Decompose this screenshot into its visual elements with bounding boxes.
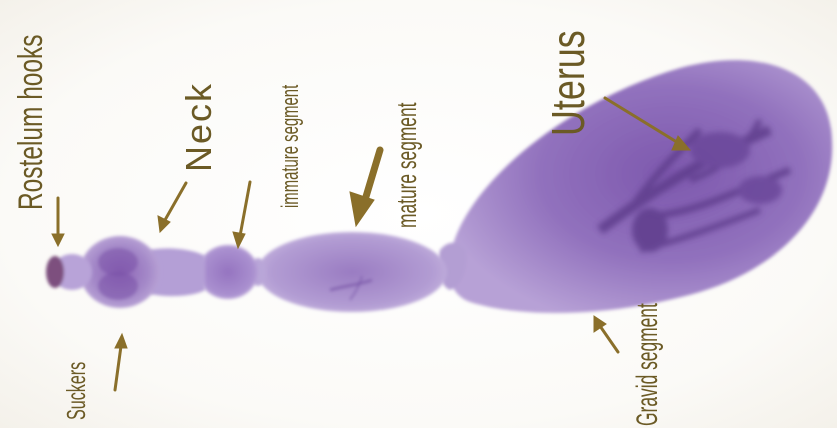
arrow-gravid xyxy=(594,316,618,352)
label-gravid-segment: Gravid segment xyxy=(633,303,663,426)
label-mature-segment: mature segment xyxy=(393,103,421,228)
label-immature-segment: immature segment xyxy=(279,85,303,208)
arrow-neck xyxy=(158,183,186,232)
label-uterus: Uterus xyxy=(545,30,591,136)
arrow-immature xyxy=(233,182,250,248)
arrow-mature xyxy=(350,150,380,226)
arrow-suckers xyxy=(115,334,127,390)
mature-segment xyxy=(257,232,447,312)
label-suckers: Suckers xyxy=(63,362,89,420)
rostellum xyxy=(46,254,92,290)
label-rostellum-hooks: Rostelum hooks xyxy=(14,34,48,210)
immature-segment xyxy=(198,245,258,299)
label-neck: Neck xyxy=(181,82,217,172)
arrow-rostellum xyxy=(52,198,64,246)
